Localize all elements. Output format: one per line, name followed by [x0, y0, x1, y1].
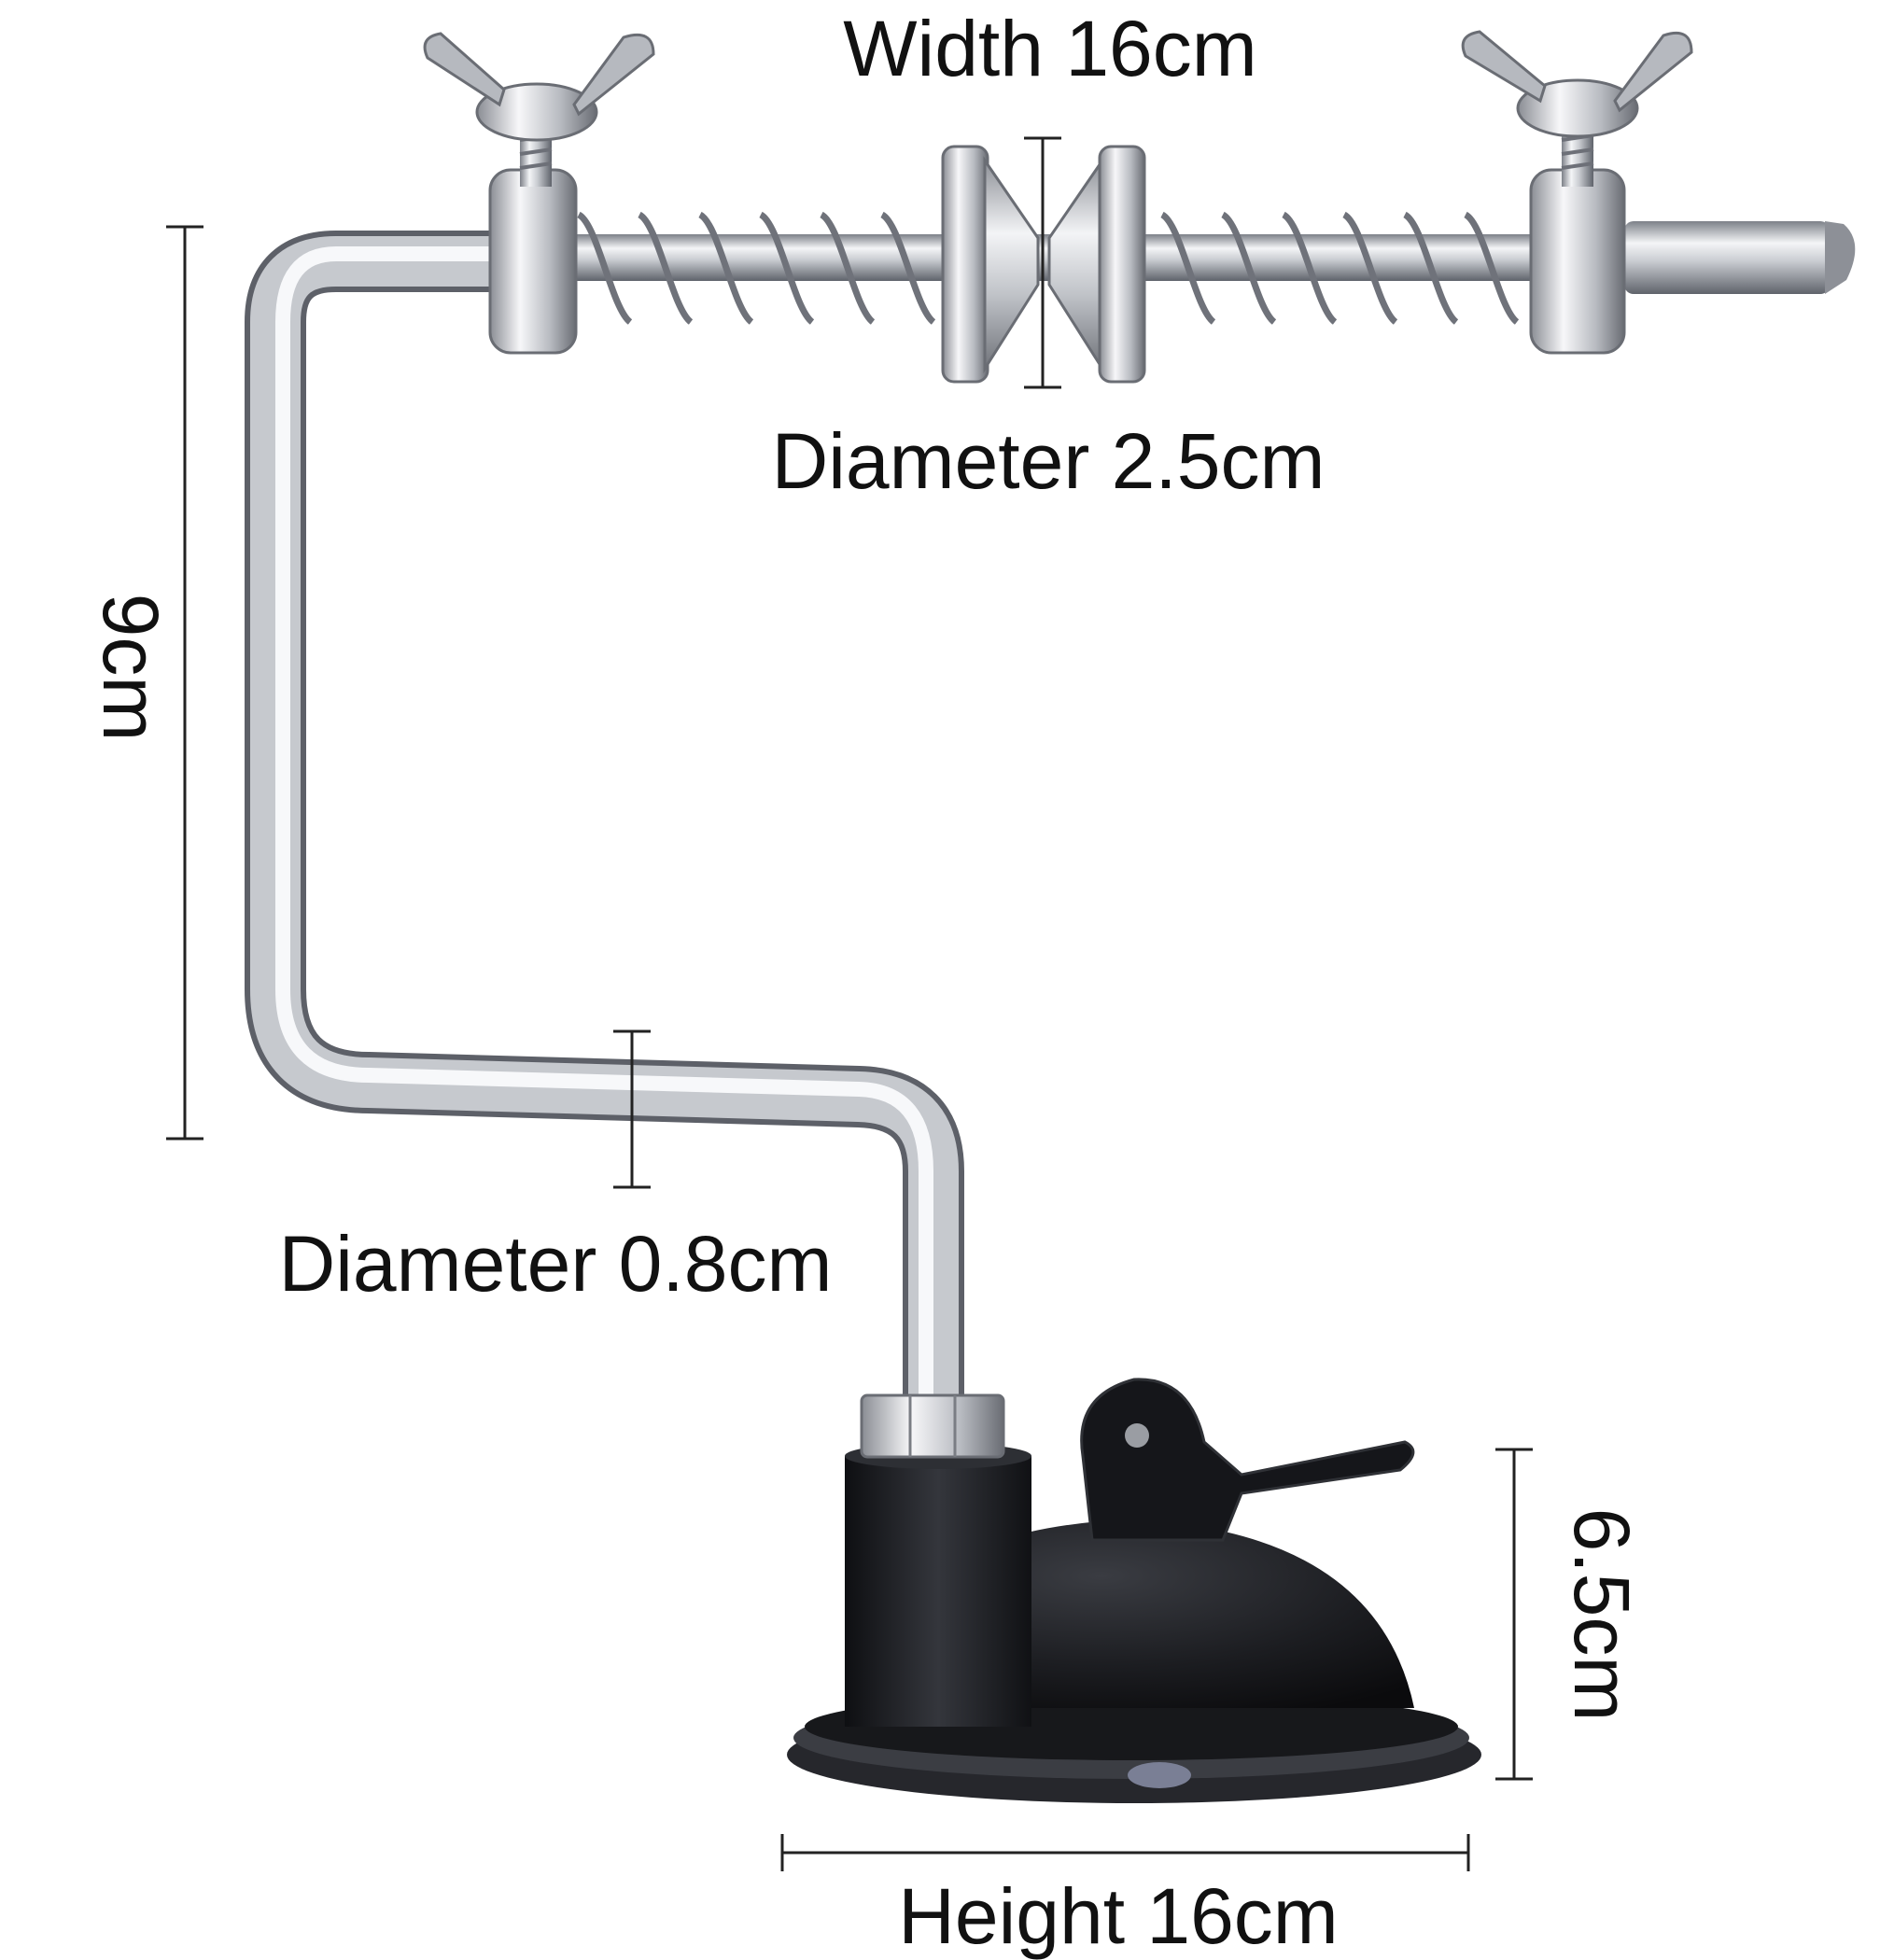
cone-roller: [941, 145, 1146, 384]
arm-height-label: 9cm: [87, 593, 175, 742]
right-spring: [1159, 211, 1520, 325]
suction-base: [787, 1443, 1481, 1803]
dim-line-6-5cm: [1495, 1448, 1533, 1781]
dim-line-rod-diameter: [613, 1029, 651, 1189]
right-collar: [1529, 131, 1626, 355]
roller-diameter-label: Diameter 2.5cm: [771, 417, 1326, 505]
width-label: Width 16cm: [843, 5, 1257, 92]
left-spring: [576, 211, 936, 325]
hex-nut: [860, 1393, 1005, 1459]
left-collar: [488, 131, 578, 355]
support-arm: [245, 231, 964, 1405]
dimension-lines: [166, 136, 1533, 1871]
dim-line-height: [780, 1834, 1470, 1871]
left-wing-nut: [423, 32, 655, 142]
dim-line-roller-diameter: [1024, 136, 1061, 389]
dim-line-9cm: [166, 225, 203, 1141]
base-width-label: Height 16cm: [898, 1872, 1339, 1960]
base-height-label: 6.5cm: [1558, 1507, 1646, 1722]
right-wing-nut: [1461, 30, 1693, 138]
lock-lever: [1080, 1378, 1415, 1542]
rod-diameter-label: Diameter 0.8cm: [278, 1220, 833, 1308]
